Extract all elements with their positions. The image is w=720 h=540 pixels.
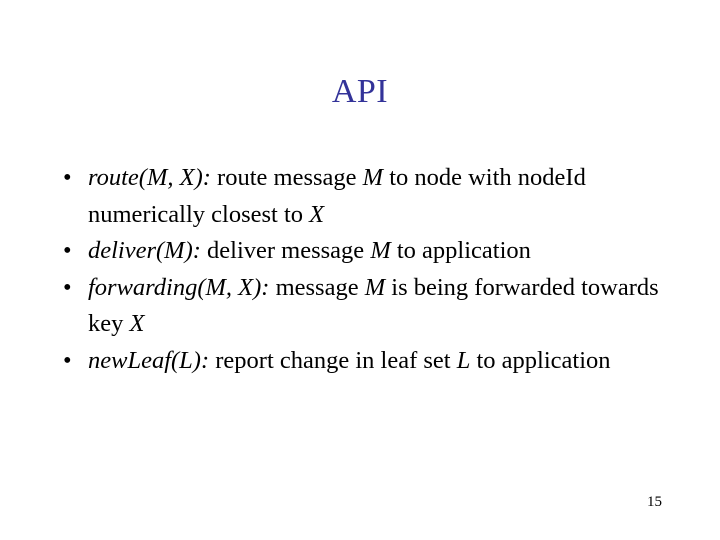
bullet-icon: •: [63, 346, 72, 374]
bullet-segment: to application: [390, 237, 531, 264]
bullet-segment: to node with nodeId numerically closest …: [88, 164, 586, 228]
bullet-variable: M: [362, 164, 384, 191]
api-signature: forwarding(M, X):: [88, 273, 270, 301]
bullet-text: newLeaf(L): report change in leaf set L …: [88, 347, 611, 374]
api-signature: route(M, X):: [88, 164, 211, 191]
page-number: 15: [647, 494, 662, 510]
list-item: • newLeaf(L): report change in leaf set …: [55, 343, 675, 380]
bullet-variable: X: [309, 200, 325, 228]
bullet-text: forwarding(M, X): message M is being for…: [88, 274, 659, 338]
bullet-variable: L: [456, 346, 471, 374]
bullet-variable: X: [129, 310, 145, 337]
api-bullet-list: • route(M, X): route message M to node w…: [55, 160, 675, 379]
list-item: • route(M, X): route message M to node w…: [55, 160, 675, 233]
list-item: • forwarding(M, X): message M is being f…: [55, 270, 675, 343]
bullet-text: route(M, X): route message M to node wit…: [88, 164, 586, 228]
api-signature: deliver(M):: [88, 237, 201, 264]
bullet-segment: report change in leaf set: [209, 346, 457, 374]
bullet-icon: •: [63, 164, 72, 191]
list-item: • deliver(M): deliver message M to appli…: [55, 233, 675, 270]
bullet-segment: is being forwarded towards key: [88, 273, 659, 338]
bullet-segment: deliver message: [200, 237, 371, 264]
bullet-segment: route message: [210, 164, 363, 191]
bullet-segment: to application: [470, 346, 611, 374]
bullet-icon: •: [63, 273, 72, 301]
bullet-icon: •: [63, 237, 72, 264]
page-title: API: [331, 73, 389, 110]
bullet-text: deliver(M): deliver message M to applica…: [88, 237, 531, 264]
bullet-variable: M: [370, 237, 391, 264]
bullet-variable: M: [364, 273, 386, 301]
api-signature: newLeaf(L):: [88, 346, 210, 374]
bullet-segment: message: [269, 273, 365, 301]
